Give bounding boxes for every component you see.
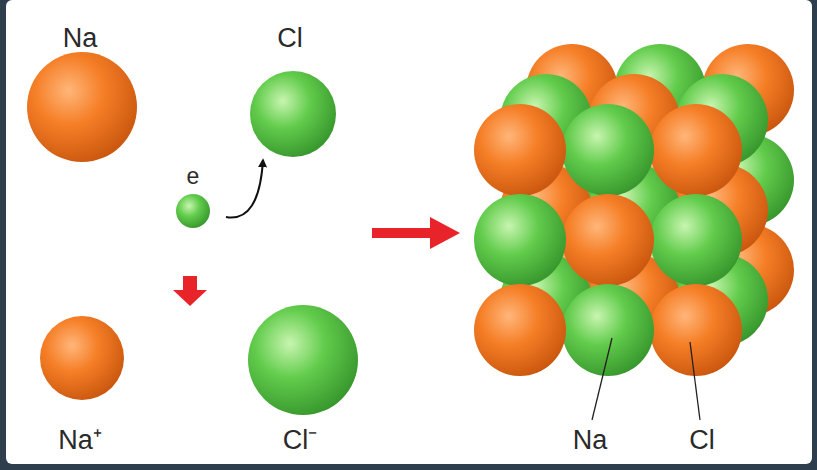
lattice-ion <box>474 194 566 286</box>
sphere-shape <box>250 71 336 157</box>
transfer-arrow <box>226 160 263 217</box>
lattice-label: Cl <box>689 427 715 454</box>
lattice-ion <box>562 104 654 196</box>
chloride-ion: Cl⁻ <box>248 305 358 415</box>
lattice-ion <box>650 104 742 196</box>
chlorine-atom: Cl <box>250 71 336 157</box>
lattice-ion <box>562 284 654 376</box>
lattice-ion <box>474 104 566 196</box>
lattice-ion <box>562 194 654 286</box>
panel <box>6 0 812 464</box>
element-label: Cl⁻ <box>283 427 318 454</box>
sphere-shape <box>40 316 124 400</box>
element-label: Cl <box>277 25 303 52</box>
sphere-shape <box>27 52 137 162</box>
sphere-shape <box>176 194 210 228</box>
lattice-label: Na <box>573 427 608 454</box>
lattice-ion <box>650 284 742 376</box>
sphere <box>176 194 210 228</box>
element-label: Na <box>63 25 98 52</box>
lattice-ion <box>474 284 566 376</box>
sphere <box>248 305 358 415</box>
electron: e <box>176 194 210 228</box>
sphere <box>250 71 336 157</box>
sodium-atom: Na <box>27 52 137 162</box>
sphere <box>40 316 124 400</box>
element-label: e <box>187 165 200 188</box>
sphere <box>27 52 137 162</box>
lattice-ion <box>650 194 742 286</box>
sphere-shape <box>248 305 358 415</box>
element-label: Na⁺ <box>58 427 102 454</box>
down-arrow <box>173 276 207 306</box>
right-arrow <box>372 217 460 249</box>
leader-line <box>690 342 700 420</box>
sodium-ion: Na⁺ <box>40 316 124 400</box>
leader-line <box>592 338 612 420</box>
crystal-lattice <box>474 44 794 376</box>
